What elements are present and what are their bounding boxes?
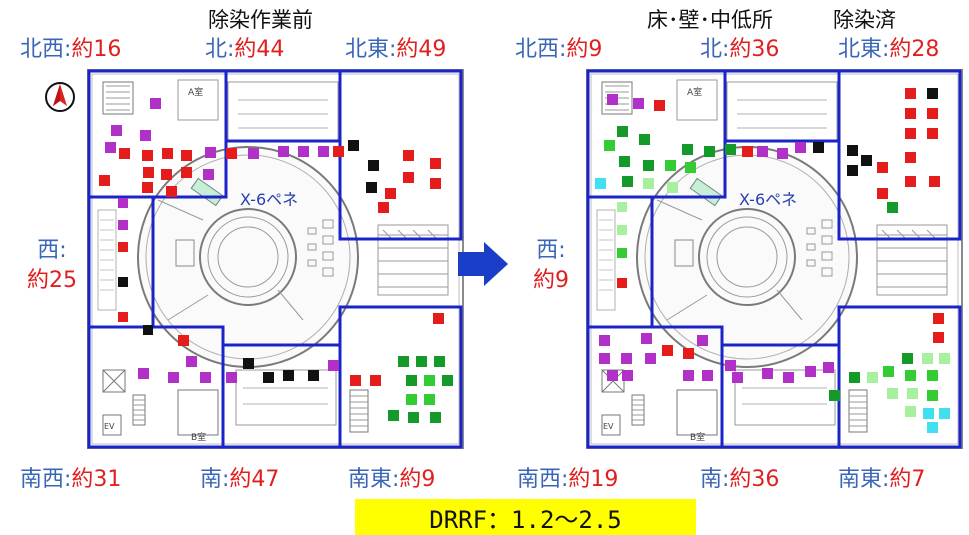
after-label-ne: 北東:約28	[838, 39, 939, 61]
measurement-points-sw	[138, 325, 211, 383]
dose-value: 約9	[399, 467, 436, 492]
direction-label: 西:	[37, 238, 67, 263]
dose-value: 約36	[729, 467, 780, 492]
dose-value: 約9	[566, 37, 603, 62]
direction-label: 北西:	[20, 37, 72, 62]
after-label-n: 北:約36	[700, 39, 779, 61]
before-floor-plan: A室 B室 EV X-6ペネ	[87, 69, 464, 449]
direction-label: 南:	[700, 467, 730, 492]
room-a-label: A室	[687, 86, 702, 98]
after-label-nw: 北西:約9	[515, 39, 602, 61]
dose-value: 約36	[729, 37, 780, 62]
direction-label: 北西:	[515, 37, 567, 62]
before-label-nw: 北西:約16	[20, 39, 121, 61]
after-label-s: 南:約36	[700, 469, 779, 491]
after-label-sw: 南西:約19	[517, 469, 618, 491]
dose-value: 約47	[229, 467, 280, 492]
direction-label: 北東:	[838, 37, 890, 62]
title-after-done: 除染済	[833, 8, 896, 32]
title-after-scope: 床･壁･中低所	[647, 8, 773, 32]
drrf-banner: DRRF：1.2～2.5	[355, 499, 696, 535]
direction-label: 南西:	[20, 467, 72, 492]
before-label-s: 南:約47	[200, 469, 279, 491]
before-label-ne: 北東:約49	[345, 39, 446, 61]
direction-label: 南西:	[517, 467, 569, 492]
measurement-points-w	[118, 198, 128, 322]
measurement-points-sw	[599, 333, 713, 381]
dose-value: 約25	[27, 268, 77, 293]
before-label-se: 南東:約9	[348, 469, 435, 491]
dose-value: 約9	[533, 268, 569, 293]
compass-north-icon	[45, 82, 75, 112]
before-label-w: 西: 約25	[22, 236, 82, 296]
penetration-x6-label: X-6ペネ	[240, 190, 298, 209]
room-b-label: B室	[191, 431, 206, 443]
direction-label: 南東:	[838, 467, 890, 492]
zone-se	[837, 305, 962, 449]
measurement-points-n	[725, 142, 824, 159]
measurement-points-se	[350, 313, 453, 423]
dose-value: 約7	[889, 467, 926, 492]
room-b-label: B室	[690, 431, 705, 443]
direction-label: 北東:	[345, 37, 397, 62]
measurement-points-se	[829, 313, 950, 433]
direction-label: 西:	[536, 238, 566, 263]
measurement-points-s	[725, 360, 834, 383]
dose-value: 約28	[889, 37, 940, 62]
zone-se	[338, 305, 463, 449]
measurement-points-s	[226, 358, 339, 383]
transition-arrow-icon	[458, 242, 508, 286]
before-label-sw: 南西:約31	[20, 469, 121, 491]
dose-value: 約31	[71, 467, 122, 492]
penetration-x6-label: X-6ペネ	[739, 190, 797, 209]
measurement-points-nw	[595, 94, 715, 193]
before-label-n: 北:約44	[205, 39, 284, 61]
ev-label: EV	[104, 422, 115, 431]
direction-label: 南:	[200, 467, 230, 492]
after-label-se: 南東:約7	[838, 469, 925, 491]
measurement-points-n	[226, 146, 344, 159]
after-label-w: 西: 約9	[526, 236, 576, 296]
room-a-label: A室	[188, 86, 203, 98]
dose-value: 約19	[568, 467, 619, 492]
dose-value: 約44	[234, 37, 285, 62]
dose-value: 約49	[396, 37, 447, 62]
direction-label: 北:	[205, 37, 235, 62]
zone-ne	[837, 69, 962, 241]
direction-label: 南東:	[348, 467, 400, 492]
measurement-points-nw	[99, 98, 216, 197]
measurement-points-ne	[348, 140, 441, 213]
direction-label: 北:	[700, 37, 730, 62]
ev-label: EV	[603, 422, 614, 431]
title-before: 除染作業前	[208, 8, 313, 32]
measurement-points-w	[617, 202, 627, 288]
measurement-points-ne	[847, 88, 940, 213]
dose-value: 約16	[71, 37, 122, 62]
after-floor-plan: A室 B室 EV X-6ペネ	[586, 69, 963, 449]
